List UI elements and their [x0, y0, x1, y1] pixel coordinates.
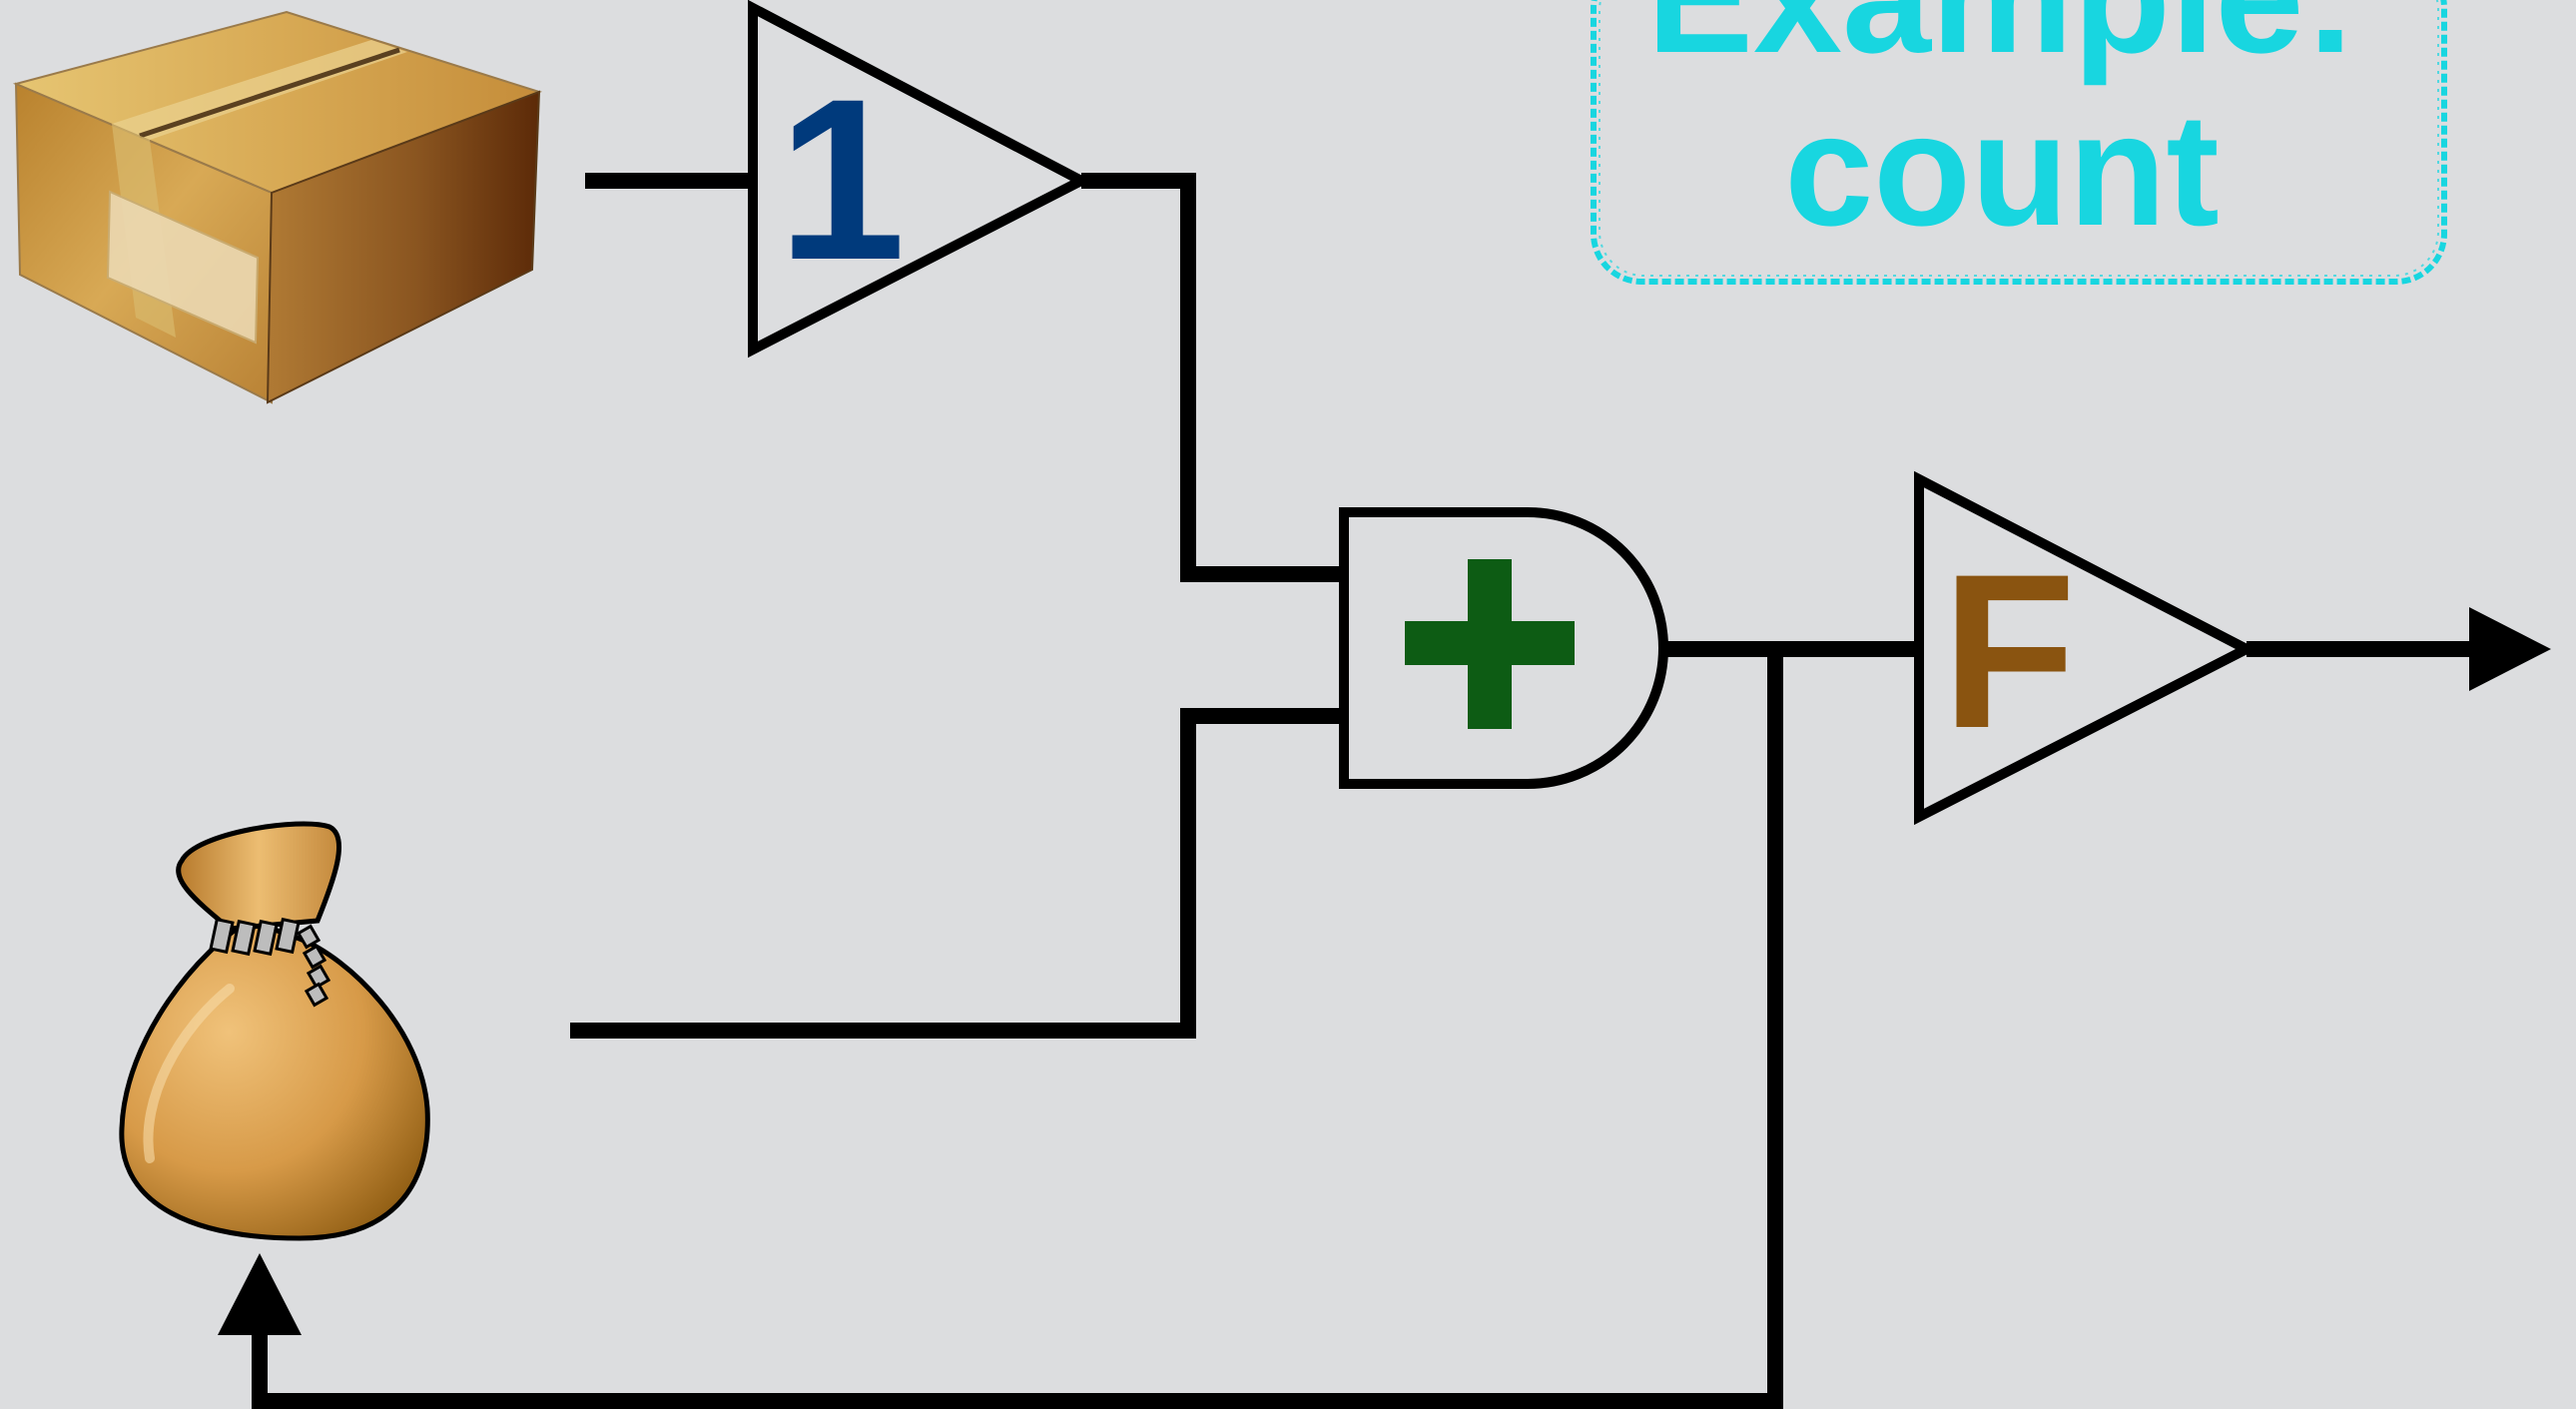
wire-sack-to-adder	[570, 708, 1344, 1039]
title-line-1: Example:	[1646, 0, 2356, 86]
money-sack-icon	[119, 821, 430, 1241]
title-box: Example: count	[1591, 0, 2447, 285]
wire-feedback	[252, 649, 1783, 1409]
constant-gate: 1	[748, 0, 1092, 358]
output-arrow-icon	[2469, 607, 2551, 691]
wires	[252, 173, 2476, 1409]
title-box-border	[1591, 0, 2447, 285]
plus-icon	[1405, 559, 1575, 729]
function-gate: F	[1914, 470, 2257, 826]
constant-gate-label: 1	[778, 51, 906, 308]
cardboard-box-icon	[12, 10, 543, 404]
adder-gate	[1339, 507, 1668, 789]
feedback-arrow-icon	[218, 1253, 302, 1335]
wire-constant-to-adder	[1081, 173, 1344, 582]
function-gate-label: F	[1942, 528, 2076, 774]
title-line-2: count	[1784, 80, 2219, 259]
